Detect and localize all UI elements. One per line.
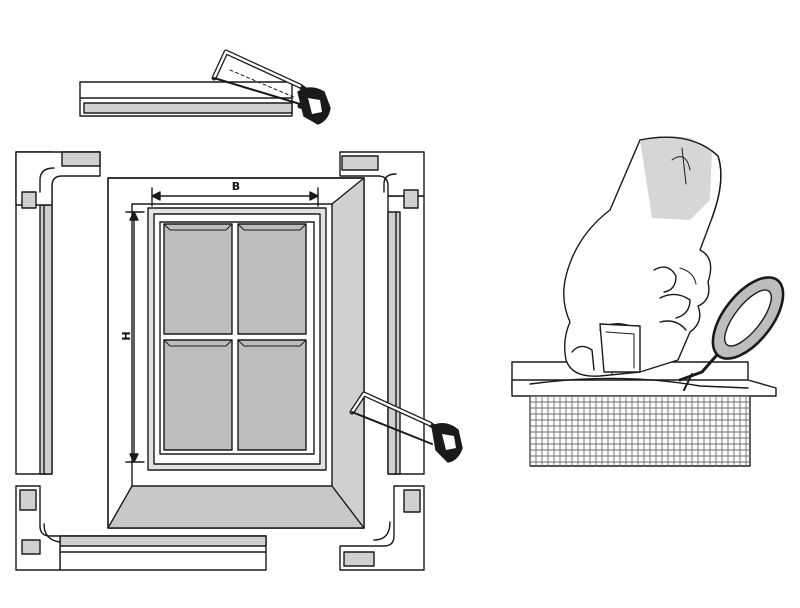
work-surface [511,361,777,397]
window-pane [163,339,233,451]
screen-mesh [529,395,751,467]
window-pane [237,223,307,335]
height-dimension [125,211,145,463]
window-pane [237,339,307,451]
height-label: H [120,331,133,340]
corner-connector-icon [339,485,425,571]
corner-connector-icon [15,151,101,209]
right-vertical-profile [387,195,425,475]
width-dimension [151,187,319,207]
top-profile-cut [79,81,293,117]
bottom-profile [59,535,267,571]
window-sash [147,207,327,471]
hand-icon [563,136,722,377]
window-pane [163,223,233,335]
hacksaw-icon [349,391,463,463]
mesh-roller-icon [599,276,785,391]
corner-connector-icon [15,485,61,571]
width-label: B [232,180,240,193]
corner-connector-icon [339,151,425,209]
hacksaw-icon [211,49,331,125]
